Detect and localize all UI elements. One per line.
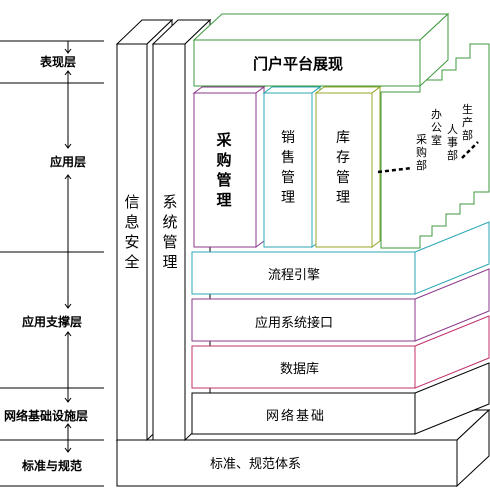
layer-ruler [0,40,104,487]
sales-label: 销售管理 [281,130,295,206]
procurement-box [192,86,266,248]
layer-label-standards: 标准与规范 [22,459,83,473]
database-box [191,315,490,389]
production-dept-label: 生产部 [462,103,473,142]
workflow-label: 流程引擎 [268,268,321,283]
inventory-label: 库存管理 [336,130,350,206]
standards-system-label: 标准、规范体系 [210,457,302,472]
layer-label-app-support: 应用支撑层 [22,315,83,329]
workflow-box [191,221,490,295]
app-interface-box [191,268,490,342]
sales-box [262,86,322,248]
system-management-label: 系统管理 [162,193,178,271]
portal-box [192,12,450,88]
purchasing-dept-label: 采购部 [416,133,427,172]
portal-label: 门户平台展现 [253,55,344,73]
network-box [191,362,490,435]
layer-label-presentation: 表现层 [40,55,77,69]
inventory-box [314,86,382,248]
network-label: 网络基础 [266,409,327,424]
department-connectors [377,141,479,174]
layer-label-network-infra: 网络基础设施层 [4,409,89,423]
database-label: 数据库 [280,362,320,377]
info-security-label: 信息安全 [124,193,140,271]
hr-dept-label: 人事部 [447,123,458,162]
procurement-label: 采购管理 [216,131,232,209]
application-block [380,43,490,249]
office-label: 办公室 [431,108,442,147]
layer-label-application: 应用层 [50,155,87,169]
app-interface-label: 应用系统接口 [255,316,334,331]
